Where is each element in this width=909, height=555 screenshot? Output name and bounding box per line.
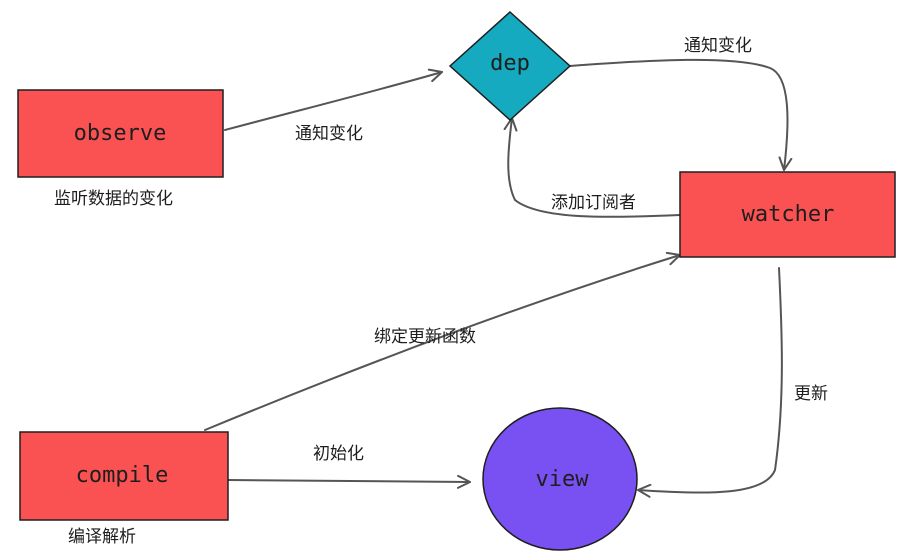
edge-observe-to-dep [224, 68, 443, 131]
dep-label: dep [490, 51, 530, 76]
view-node: view [482, 407, 638, 551]
edge-dep-to-watcher [569, 58, 793, 171]
edge-watcher-to-dep [503, 117, 681, 218]
edge-label-watcher-to-dep: 添加订阅者 [551, 193, 636, 213]
edge-label-compile-to-view: 初始化 [313, 444, 364, 464]
observe-caption: 监听数据的变化 [54, 189, 173, 209]
edge-label-compile-to-watcher: 绑定更新函数 [374, 327, 476, 347]
view-label: view [536, 467, 590, 492]
watcher-node: watcher [679, 171, 896, 258]
edge-label-watcher-to-view: 更新 [794, 384, 828, 404]
compile-node: compile [19, 431, 229, 521]
compile-caption: 编译解析 [68, 527, 136, 547]
edge-watcher-to-view [637, 267, 783, 498]
watcher-label: watcher [742, 202, 835, 227]
edge-label-observe-to-dep: 通知变化 [295, 124, 363, 144]
edge-label-dep-to-watcher: 通知变化 [684, 36, 752, 56]
edge-compile-to-watcher [204, 251, 681, 431]
compile-label: compile [76, 463, 169, 488]
edge-compile-to-view [227, 474, 471, 489]
observe-node: observe [17, 89, 224, 178]
observe-label: observe [74, 121, 167, 146]
dep-node: dep [448, 10, 572, 122]
